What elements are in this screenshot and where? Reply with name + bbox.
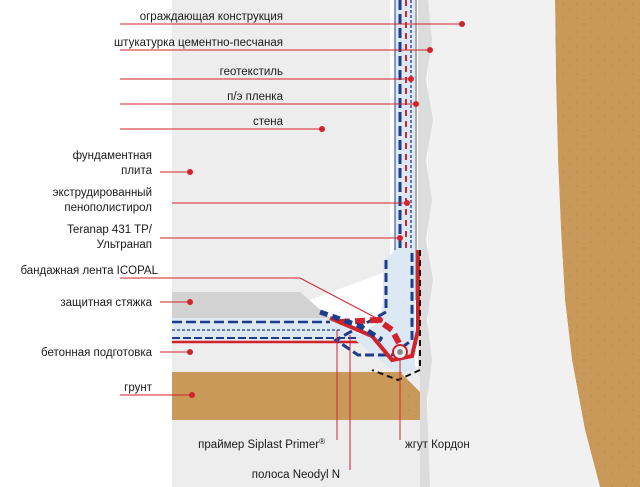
label-xps-line1: экструдированный [53, 187, 152, 199]
label-soil: грунт [124, 382, 153, 394]
label-slab-line2: плита [121, 165, 152, 177]
label-screed: защитная стяжка [60, 297, 152, 309]
label-membrane-line2: Ультранап [97, 239, 152, 251]
dot-xps [404, 200, 410, 206]
corner-outer-dashed [371, 250, 421, 382]
label-concrete: бетонная подготовка [41, 347, 153, 359]
label-cord: жгут Кордон [405, 439, 470, 451]
soil-bottom-fill [172, 372, 402, 420]
wall-body [172, 0, 304, 152]
label-membrane-line1: Teranap 431 TP/ [67, 224, 153, 236]
plaster-layer [418, 0, 433, 487]
label-geotextile: геотекстиль [220, 66, 283, 78]
label-tape: бандажная лента ICOPAL [20, 265, 158, 277]
label-wall: стена [253, 116, 284, 128]
label-xps-line2: пенополистирол [64, 202, 152, 214]
label-neodyl: полоса Neodyl N [252, 469, 340, 481]
corner-tape-blue [319, 309, 384, 343]
dot-screed [187, 299, 193, 305]
corner-tape-red [339, 316, 403, 347]
dot-soil [189, 392, 195, 398]
dot-slab [187, 169, 193, 175]
label-primer-mark: ® [319, 437, 325, 446]
label-primer-text: праймер Siplast Primer [198, 439, 319, 451]
label-pe-film: п/э пленка [227, 91, 283, 103]
label-plaster: штукатурка цементно-песчаная [114, 37, 283, 49]
label-primer: праймер Siplast Primer® [198, 437, 325, 451]
dot-geotextile [408, 76, 414, 82]
protective-screed [172, 292, 330, 318]
leader-tape [120, 277, 381, 321]
dot-pe-film [413, 101, 419, 107]
dot-plaster [427, 47, 433, 53]
soil-right [555, 0, 640, 487]
label-slab-line1: фундаментная [73, 150, 152, 162]
foundation-slab [172, 152, 390, 300]
slab-inner [304, 0, 390, 152]
label-enclosure: ограждающая конструкция [140, 11, 283, 23]
enclosure-wall [428, 0, 600, 487]
leader-lines [120, 23, 460, 470]
corner-membrane-blue [333, 252, 414, 357]
xps-horizontal [172, 318, 370, 340]
dot-concrete [187, 349, 193, 355]
cord-seal-core [397, 349, 403, 355]
leader-dots [187, 21, 465, 398]
dot-wall [319, 126, 325, 132]
dot-membrane [397, 235, 403, 241]
dot-tape [377, 317, 383, 323]
dot-enclosure [459, 21, 465, 27]
